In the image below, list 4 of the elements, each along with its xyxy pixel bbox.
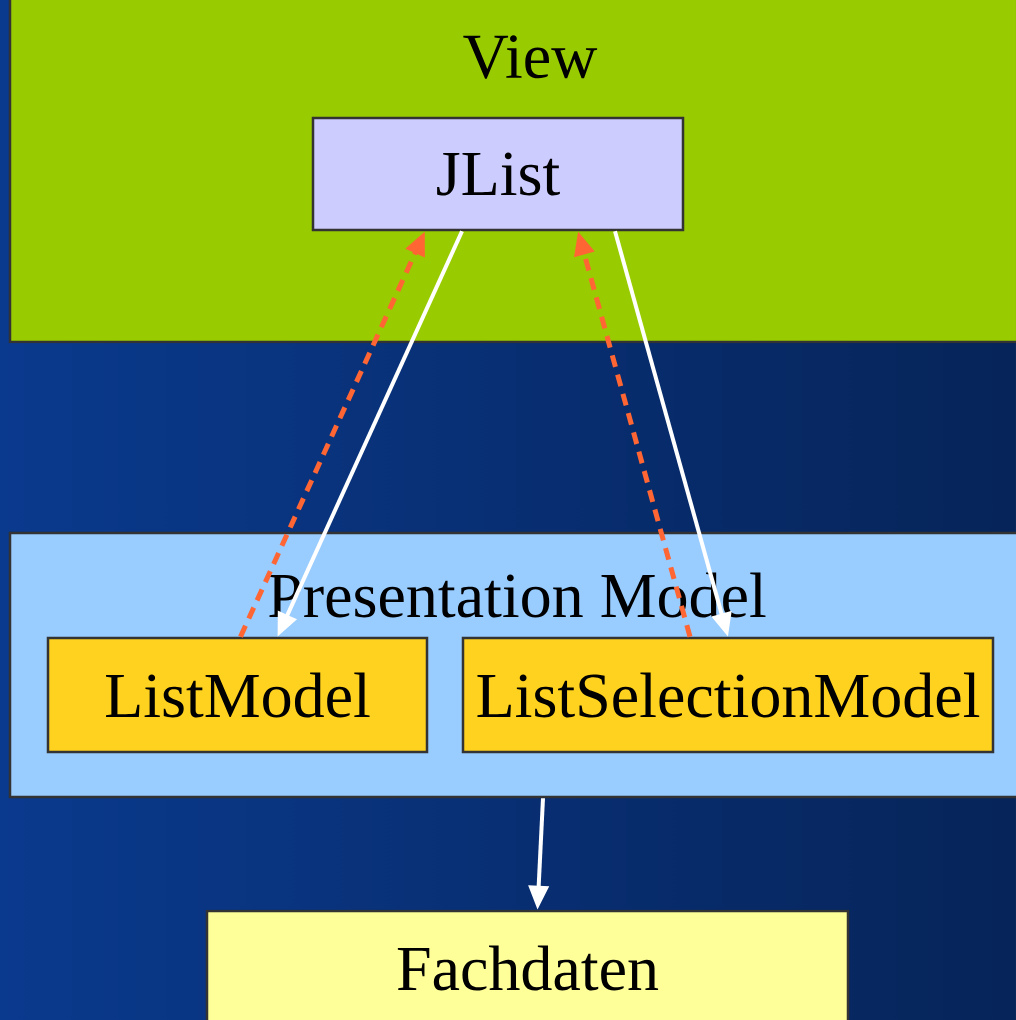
- process-box: Fachdaten: [205, 909, 850, 1020]
- process-box: ListModel: [46, 636, 429, 754]
- process-box: JList: [311, 116, 685, 232]
- process-box: ListSelectionModel: [461, 636, 995, 754]
